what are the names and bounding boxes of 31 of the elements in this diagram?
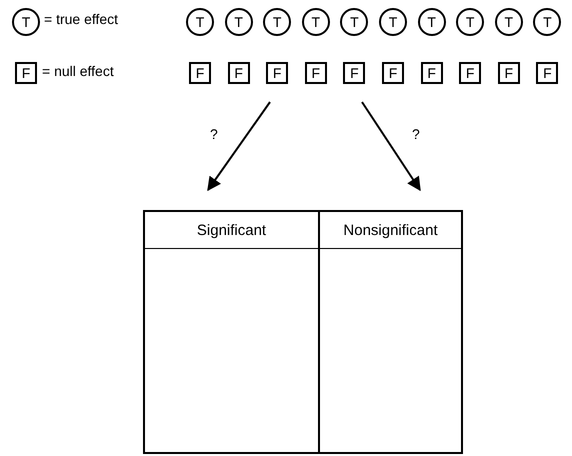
effect-circle: T [186, 8, 214, 36]
table-column [143, 210, 320, 454]
effect-square: F [304, 62, 327, 84]
effect-circle: T [302, 8, 330, 36]
effect-square: F [189, 62, 211, 84]
effect-circle: T [494, 8, 523, 36]
effect-square: F [228, 62, 250, 84]
column-header: Nonsignificant [320, 212, 461, 249]
effect-circle: T [340, 8, 368, 36]
effect-circle: T [379, 8, 407, 36]
effect-circle: T [12, 8, 40, 36]
edge-label: ? [208, 126, 220, 142]
arrow [207, 101, 271, 192]
effect-square: F [266, 62, 288, 84]
effect-circle: T [456, 8, 484, 36]
edge-label: ? [410, 126, 422, 142]
effect-circle: T [224, 8, 253, 36]
effect-square: F [343, 62, 366, 84]
effect-circle: T [418, 8, 446, 36]
effect-square: F [382, 62, 404, 84]
legend-text: = true effect [44, 11, 118, 27]
effect-square: F [498, 62, 520, 84]
effect-circle: T [263, 8, 292, 36]
effect-square: F [15, 62, 37, 84]
effect-square: F [536, 62, 558, 84]
arrow [361, 101, 421, 192]
effect-square: F [459, 62, 482, 84]
legend-text: = null effect [42, 63, 114, 79]
effect-square: F [420, 62, 443, 84]
effect-circle: T [533, 8, 562, 36]
table-column [318, 210, 463, 454]
